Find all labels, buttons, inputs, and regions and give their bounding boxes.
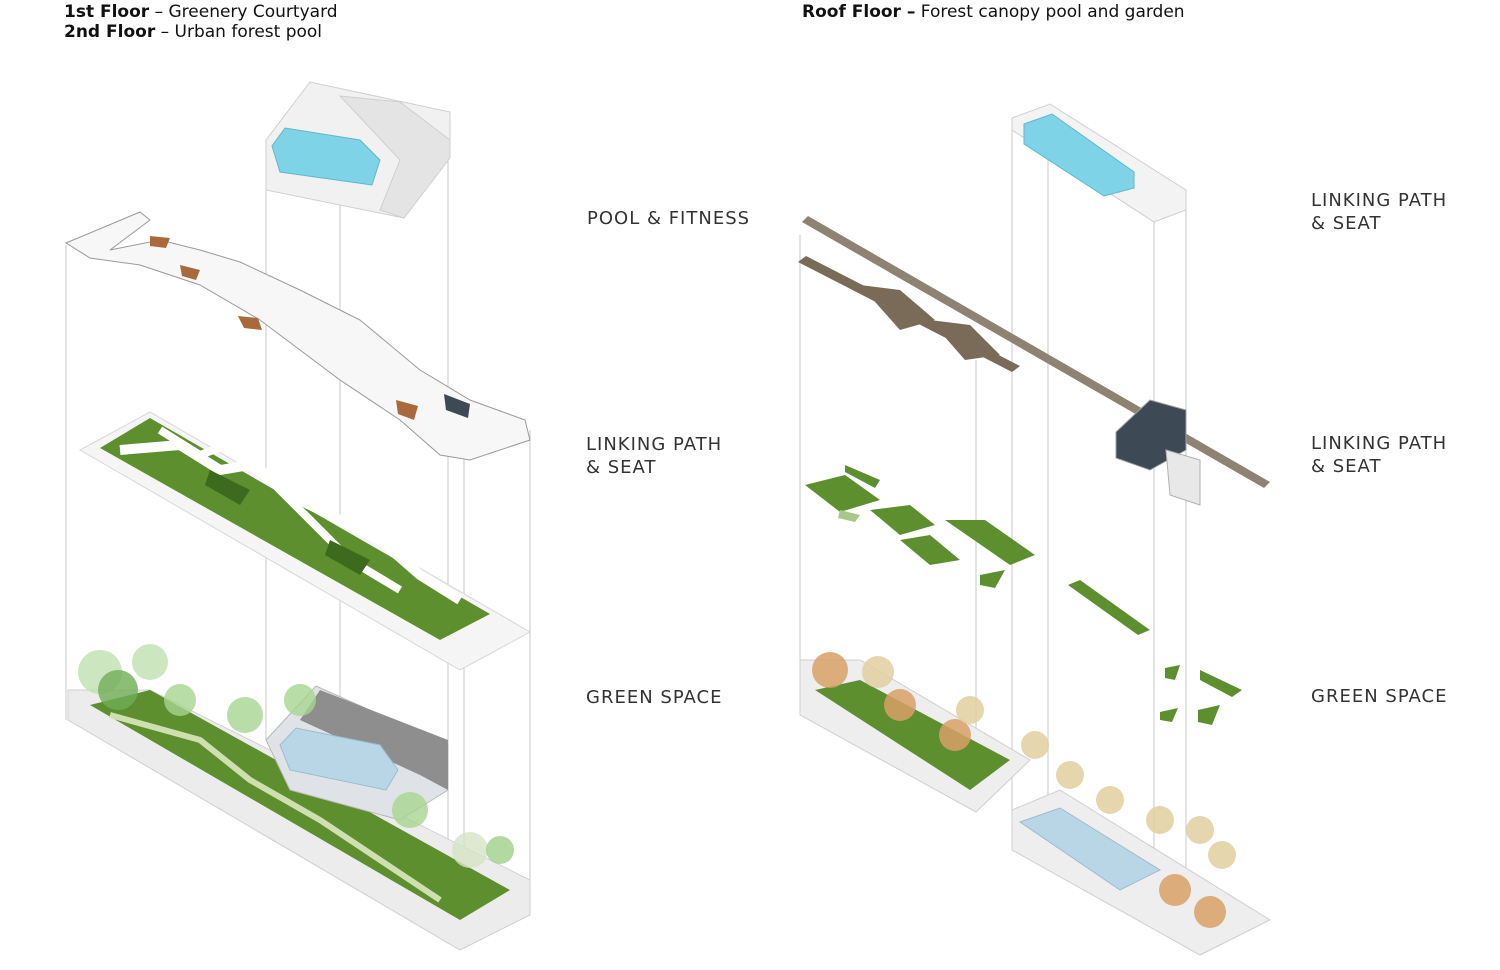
roof-floor-title: Roof Floor – [802, 2, 916, 22]
right-trees [812, 652, 1236, 928]
label-green-space-right: GREEN SPACE [1311, 686, 1448, 707]
floor1-title: 1st Floor [64, 2, 150, 22]
floor2-caption: 2nd Floor – Urban forest pool [64, 22, 338, 42]
right-guide-lines [799, 120, 1187, 930]
floor1-caption: 1st Floor – Greenery Courtyard [64, 2, 338, 22]
left-trees [78, 644, 514, 868]
roof-floor-caption: Roof Floor – Forest canopy pool and gard… [802, 2, 1185, 22]
right-pool-block [1011, 103, 1187, 223]
roof-floor-description: Forest canopy pool and garden [915, 2, 1185, 22]
left-green-slab [78, 411, 532, 671]
left-linking-path [64, 211, 531, 461]
left-pool-block [265, 81, 451, 219]
label-linking-path-right-mid: LINKING PATH & SEAT [1311, 433, 1448, 477]
label-linking-path-left: LINKING PATH & SEAT [586, 434, 723, 478]
floor2-title: 2nd Floor [64, 22, 156, 42]
floor1-description: – Greenery Courtyard [149, 2, 338, 22]
left-floor-caption: 1st Floor – Greenery Courtyard 2nd Floor… [64, 2, 338, 42]
label-pool-fitness: POOL & FITNESS [587, 208, 751, 229]
right-linking-path [798, 216, 1270, 506]
left-green-space-base [67, 685, 531, 951]
label-linking-path-right-top: LINKING PATH & SEAT [1311, 190, 1448, 234]
right-mid-green-pieces [805, 465, 1242, 725]
floor2-description: – Urban forest pool [155, 22, 323, 42]
label-green-space-left: GREEN SPACE [586, 687, 723, 708]
